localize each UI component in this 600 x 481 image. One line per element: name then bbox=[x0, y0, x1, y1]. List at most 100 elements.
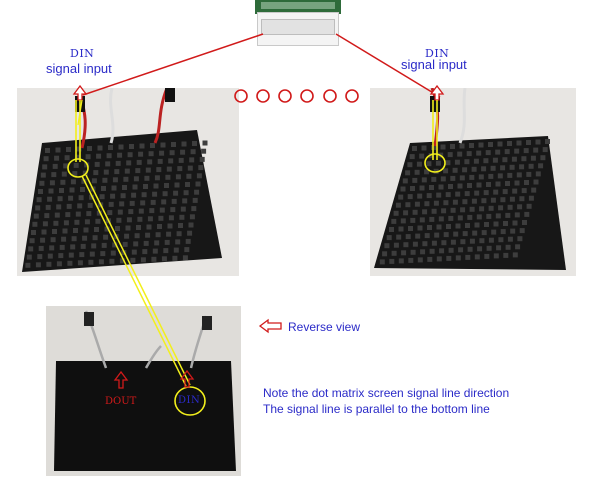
led-dot bbox=[171, 142, 176, 147]
led-dot bbox=[61, 171, 67, 177]
led-dot bbox=[504, 149, 510, 155]
led-dot bbox=[415, 233, 421, 239]
led-dot bbox=[426, 193, 432, 199]
led-dot bbox=[460, 239, 466, 245]
led-dot bbox=[132, 184, 138, 190]
led-dot bbox=[445, 160, 451, 166]
led-dot bbox=[51, 172, 57, 178]
led-dot bbox=[38, 245, 44, 251]
led-dot bbox=[122, 241, 128, 247]
led-dot bbox=[483, 190, 489, 196]
led-dot bbox=[33, 213, 39, 219]
led-dot bbox=[516, 172, 522, 178]
led-dot bbox=[503, 221, 508, 226]
led-dot bbox=[68, 195, 74, 201]
led-dot bbox=[182, 255, 188, 261]
led-dot bbox=[492, 157, 498, 163]
led-dot bbox=[519, 196, 525, 202]
led-dot bbox=[479, 238, 485, 244]
led-dot bbox=[410, 217, 416, 223]
led-dot bbox=[69, 187, 75, 193]
led-dot bbox=[493, 253, 499, 259]
led-dot bbox=[436, 256, 442, 262]
led-dot bbox=[61, 236, 67, 242]
led-dot bbox=[150, 143, 155, 148]
led-dot bbox=[417, 257, 423, 263]
led-dot bbox=[519, 164, 525, 170]
led-dot bbox=[112, 242, 118, 248]
arrow-up-icon bbox=[72, 84, 88, 101]
led-panel-reverse-graphic bbox=[54, 310, 236, 471]
led-dot bbox=[512, 188, 518, 194]
led-dot bbox=[32, 221, 38, 227]
led-dot bbox=[533, 179, 539, 185]
led-dot bbox=[140, 200, 146, 206]
led-dot bbox=[379, 259, 385, 265]
led-dot bbox=[431, 176, 437, 182]
led-dot bbox=[154, 240, 160, 246]
led-dot bbox=[450, 144, 455, 149]
led-dot bbox=[134, 233, 140, 239]
led-dot bbox=[149, 208, 155, 214]
led-dot bbox=[441, 208, 447, 214]
led-dot bbox=[452, 199, 458, 205]
led-dot bbox=[138, 151, 144, 157]
led-dot bbox=[199, 156, 205, 162]
led-dot bbox=[87, 202, 93, 208]
led-dot bbox=[85, 154, 91, 160]
led-dot bbox=[36, 197, 42, 203]
led-dot bbox=[512, 252, 518, 258]
led-dot bbox=[467, 183, 472, 188]
led-dot bbox=[106, 153, 112, 159]
led-dot bbox=[422, 241, 428, 247]
led-dot bbox=[164, 183, 169, 188]
led-dot bbox=[129, 200, 135, 206]
led-dot bbox=[486, 182, 491, 187]
led-panel-left-graphic bbox=[22, 88, 222, 272]
led-dot bbox=[38, 189, 43, 194]
led-dot bbox=[407, 194, 413, 200]
led-dot bbox=[191, 206, 197, 212]
led-dot bbox=[163, 248, 169, 254]
led-dot bbox=[453, 231, 459, 237]
led-dot bbox=[175, 239, 181, 245]
yellow-highlight-left bbox=[67, 158, 89, 178]
led-dot bbox=[528, 163, 534, 169]
led-dot bbox=[124, 168, 130, 174]
led-dot bbox=[414, 169, 420, 175]
led-dot bbox=[441, 240, 447, 246]
led-dot bbox=[143, 184, 148, 189]
led-dot bbox=[76, 146, 82, 152]
reverse-view-label: Reverse view bbox=[288, 320, 361, 334]
led-dot bbox=[535, 139, 541, 145]
led-dot bbox=[150, 199, 156, 205]
led-dot bbox=[431, 240, 437, 246]
led-dot bbox=[469, 174, 475, 180]
led-dot bbox=[70, 179, 76, 185]
led-dot bbox=[524, 180, 529, 185]
led-dot bbox=[466, 151, 472, 157]
led-dot bbox=[142, 249, 148, 255]
led-dot bbox=[192, 197, 198, 203]
led-dot bbox=[40, 172, 46, 178]
led-dot bbox=[403, 210, 409, 216]
led-dot bbox=[464, 191, 470, 197]
led-dot bbox=[82, 235, 88, 241]
led-dot bbox=[128, 209, 134, 215]
led-dot bbox=[194, 189, 200, 195]
led-dot bbox=[39, 180, 45, 186]
led-dot bbox=[473, 158, 479, 164]
led-dot bbox=[458, 247, 464, 253]
led-dot bbox=[162, 191, 168, 197]
led-dot bbox=[436, 224, 442, 230]
led-dot bbox=[462, 199, 468, 205]
led-dot bbox=[94, 161, 100, 167]
led-dot bbox=[469, 206, 475, 212]
arrow-up-icon bbox=[429, 84, 445, 101]
led-dot bbox=[37, 254, 43, 260]
led-dot bbox=[175, 174, 181, 180]
led-dot bbox=[421, 145, 427, 151]
led-dot bbox=[86, 211, 92, 217]
led-dot bbox=[49, 245, 55, 251]
led-dot bbox=[447, 152, 453, 158]
